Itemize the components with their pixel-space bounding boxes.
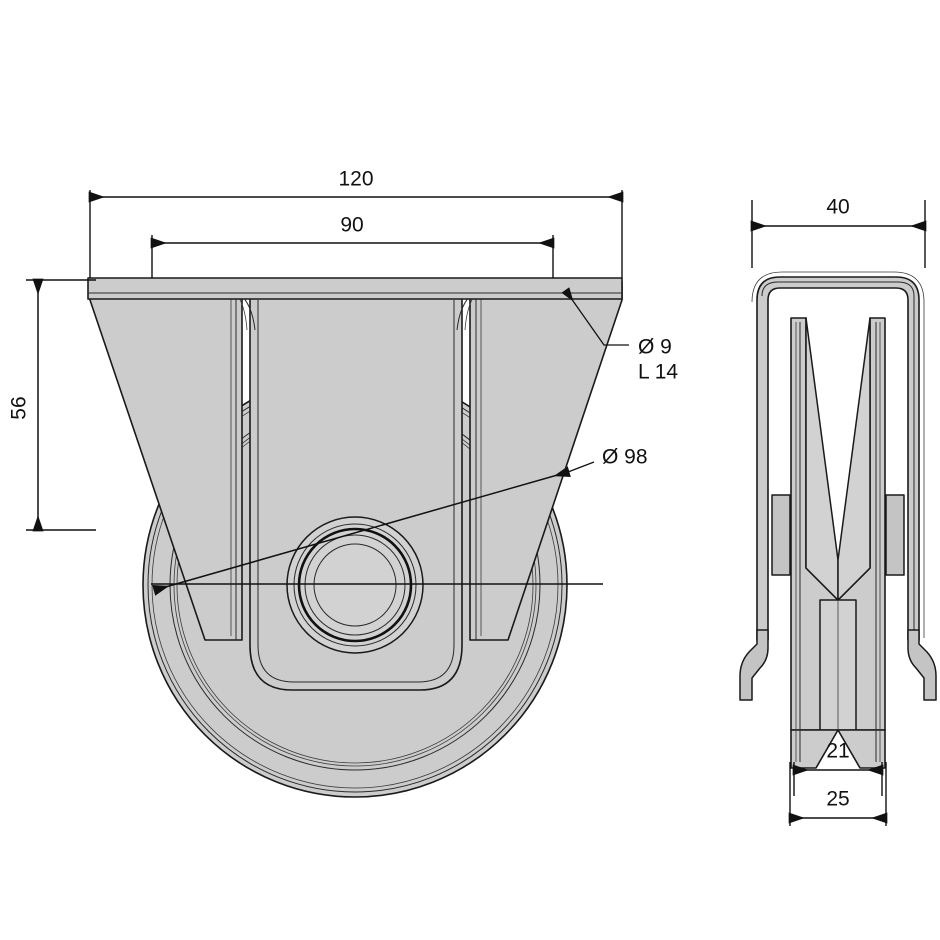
dimension-set-front: 120 90 56 Ø 9 L 14 <box>8 168 678 596</box>
dimension-98: Ø 98 <box>151 446 648 596</box>
dim-25-text: 25 <box>826 788 849 811</box>
dimension-120: 120 <box>88 168 624 278</box>
dim-40-text: 40 <box>826 196 849 219</box>
side-right-leg-foot <box>907 629 937 701</box>
side-wheel-assembly <box>790 317 886 769</box>
dim-21-text: 21 <box>826 740 849 763</box>
dim-98-line <box>152 466 571 596</box>
dim-120-text: 120 <box>338 168 373 191</box>
dim-hole-diameter-text: Ø 9 <box>638 336 672 359</box>
dimension-40: 40 <box>750 196 927 268</box>
side-elevation-view <box>739 271 937 769</box>
wheel-hub-assembly <box>286 516 424 654</box>
dimension-25: 25 <box>788 762 888 826</box>
dim-hole-length-text: L 14 <box>638 361 678 384</box>
dim-hole-leader-line <box>561 287 629 346</box>
side-right-axle-boss <box>885 494 905 576</box>
dim-98-leader <box>567 461 595 473</box>
hub-outer-ring <box>286 516 424 654</box>
dim-98-text: Ø 98 <box>602 446 648 469</box>
dimension-56: 56 <box>8 278 96 532</box>
bracket-web-inner-fold <box>257 300 455 683</box>
side-bracket-inner-line <box>761 281 915 638</box>
side-left-leg-foot <box>739 629 769 701</box>
dimension-90: 90 <box>150 214 555 278</box>
side-bracket-outer-line <box>751 271 925 638</box>
side-left-axle-boss <box>771 494 791 576</box>
side-bracket-u-outline <box>756 276 920 641</box>
dim-90-text: 90 <box>340 214 363 237</box>
top-mounting-plate <box>87 277 623 300</box>
dimension-set-side: 40 21 25 <box>750 196 927 826</box>
dim-56-text: 56 <box>8 396 31 419</box>
dimension-21: 21 <box>792 740 884 796</box>
dimension-hole-callout: Ø 9 L 14 <box>561 287 678 384</box>
